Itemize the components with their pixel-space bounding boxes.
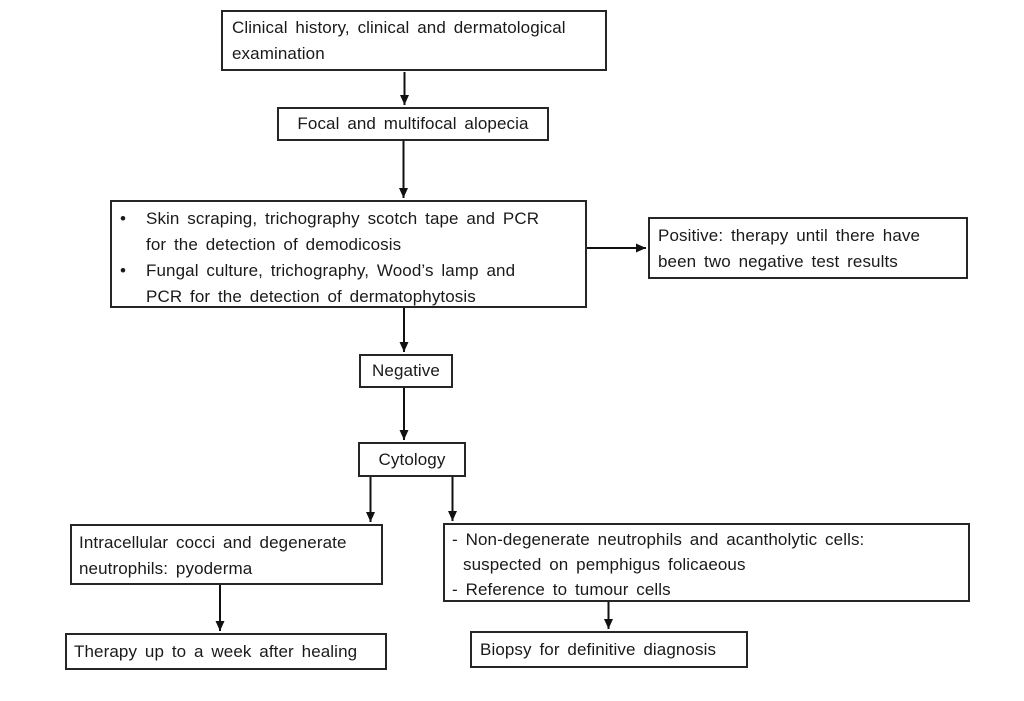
bullet-dermatophytosis-line1: Fungal culture, trichography, Wood’s lam…	[146, 261, 516, 280]
node-diagnostic-tests: • Skin scraping, trichography scotch tap…	[110, 200, 587, 308]
node-pyoderma-line1: Intracellular cocci and degenerate	[79, 533, 347, 552]
node-pyoderma-line2: neutrophils: pyoderma	[79, 559, 253, 578]
bullet-dermatophytosis-line2: PCR for the detection of dermatophytosis	[146, 287, 476, 306]
node-focal-alopecia: Focal and multifocal alopecia	[277, 107, 549, 141]
bullet-demodicosis-line1: Skin scraping, trichography scotch tape …	[146, 209, 540, 228]
node-positive-therapy-line1: Positive: therapy until there have	[658, 226, 921, 245]
node-therapy: Therapy up to a week after healing	[65, 633, 387, 670]
node-negative: Negative	[359, 354, 453, 388]
node-clinical-history: Clinical history, clinical and dermatolo…	[221, 10, 607, 71]
bullet-demodicosis-line2: for the detection of demodicosis	[146, 235, 402, 254]
node-clinical-history-line2: examination	[232, 44, 325, 63]
node-positive-therapy: Positive: therapy until there have been …	[648, 217, 968, 279]
node-therapy-label: Therapy up to a week after healing	[74, 641, 358, 661]
node-clinical-history-line1: Clinical history, clinical and dermatolo…	[232, 18, 566, 37]
node-pemphigus-line2: suspected on pemphigus folicaeous	[463, 555, 746, 574]
bullet-dermatophytosis: • Fungal culture, trichography, Wood’s l…	[119, 258, 585, 310]
node-focal-alopecia-label: Focal and multifocal alopecia	[297, 114, 529, 133]
node-positive-therapy-line2: been two negative test results	[658, 252, 898, 271]
node-biopsy: Biopsy for definitive diagnosis	[470, 631, 748, 668]
node-pyoderma: Intracellular cocci and degenerate neutr…	[70, 524, 383, 585]
node-cytology-label: Cytology	[378, 449, 446, 469]
node-pemphigus: - Non-degenerate neutrophils and acantho…	[443, 523, 970, 602]
bullet-demodicosis: • Skin scraping, trichography scotch tap…	[119, 206, 585, 258]
node-negative-label: Negative	[372, 361, 440, 380]
node-pemphigus-line3: - Reference to tumour cells	[452, 580, 671, 599]
node-pemphigus-line1: - Non-degenerate neutrophils and acantho…	[452, 530, 865, 549]
node-cytology: Cytology	[358, 442, 466, 477]
bullet-icon: •	[120, 261, 127, 280]
bullet-icon: •	[120, 209, 127, 228]
node-biopsy-label: Biopsy for definitive diagnosis	[480, 639, 717, 659]
